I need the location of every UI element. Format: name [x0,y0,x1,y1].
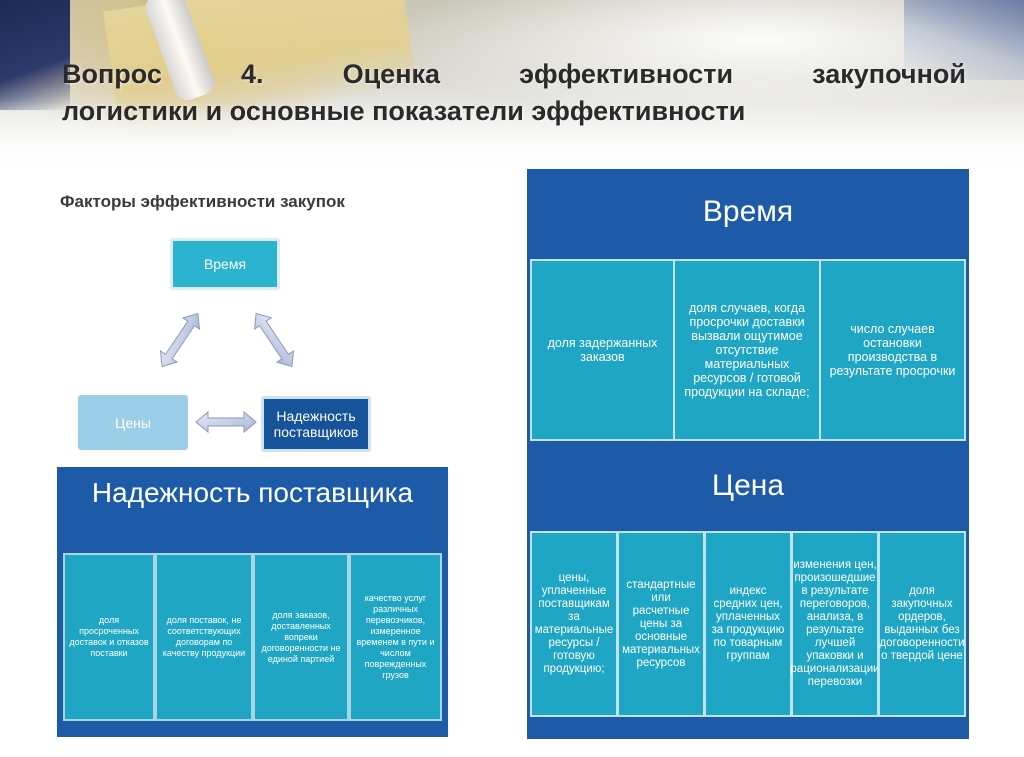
time-cell-text: доля задержанных заказов [547,336,658,364]
price-cell-text: изменения цен, произошедшие в результате… [790,559,880,688]
reliability-cell-text: доля просроченных доставок и отказов пос… [69,615,149,658]
subtitle: Факторы эффективности закупок [60,192,345,211]
title-word: закупочной [812,59,966,89]
double-arrow-icon [159,312,201,368]
diagram-reliability-box: Надежность поставщиков [261,396,371,452]
reliability-cell-text: доля поставок, не соответствующих догово… [162,615,246,658]
title-word: эффективности [519,59,734,89]
header-background [0,0,1024,175]
reliability-cell-text: качество услуг различных перевозчиков, и… [356,593,435,680]
diagram-time-box: Время [170,238,280,290]
reliability-cell: качество услуг различных перевозчиков, и… [349,553,442,721]
time-cell: число случаев остановки производства в р… [819,259,966,441]
diagram-reliability-label: Надежность поставщиков [273,408,359,440]
time-panel-title: Время [702,195,794,228]
diagram-time-label: Время [203,256,247,272]
price-cell-text: цены, уплаченные поставщикам за материал… [534,572,614,675]
price-cell: индекс средних цен, уплаченных за продук… [704,531,792,717]
diagram-price-box: Цены [78,395,188,450]
price-cell: изменения цен, произошедшие в результате… [790,531,880,717]
price-cell-text: доля закупочных ордеров, выданных без до… [879,585,965,662]
background-corner-left [0,0,70,110]
price-cell: стандартные или расчетные цены за основн… [617,531,705,717]
time-cell: доля случаев, когда просрочки доставки в… [673,259,821,441]
title-word: 4. [241,59,264,89]
time-cell-text: число случаев остановки производства в р… [829,322,956,378]
time-cell: доля задержанных заказов [530,259,675,441]
slide-title: Вопрос 4. Оценка эффективности закупочно… [62,56,966,130]
double-arrow-icon [253,312,295,368]
time-price-panel: Время доля задержанных заказов доля случ… [527,169,969,739]
reliability-panel-title: Надежность поставщика [91,477,414,508]
reliability-cell: доля поставок, не соответствующих догово… [155,553,253,721]
reliability-cell-text: доля заказов, доставленных вопреки догов… [261,609,341,664]
price-panel-title: Цена [711,469,785,502]
reliability-cell: доля заказов, доставленных вопреки догов… [253,553,349,721]
reliability-cell: доля просроченных доставок и отказов пос… [63,553,155,721]
double-arrow-icon [195,410,257,434]
price-cell-text: индекс средних цен, уплаченных за продук… [711,585,785,662]
reliability-panel: Надежность поставщика доля просроченных … [57,467,448,737]
price-cell: доля закупочных ордеров, выданных без до… [878,531,966,717]
time-cell-text: доля случаев, когда просрочки доставки в… [684,301,810,399]
price-cell-text: стандартные или расчетные цены за основн… [622,578,700,669]
slide-title-line1: Вопрос 4. Оценка эффективности закупочно… [62,56,966,93]
title-word: Оценка [342,59,441,89]
diagram-price-label: Цены [115,414,151,431]
background-corner-right [904,0,1024,80]
diagram-arrows [159,312,295,434]
title-word: Вопрос [62,59,162,89]
slide-title-line2: логистики и основные показатели эффектив… [62,96,746,126]
price-cell: цены, уплаченные поставщикам за материал… [530,531,618,717]
background-fade [0,100,1024,175]
